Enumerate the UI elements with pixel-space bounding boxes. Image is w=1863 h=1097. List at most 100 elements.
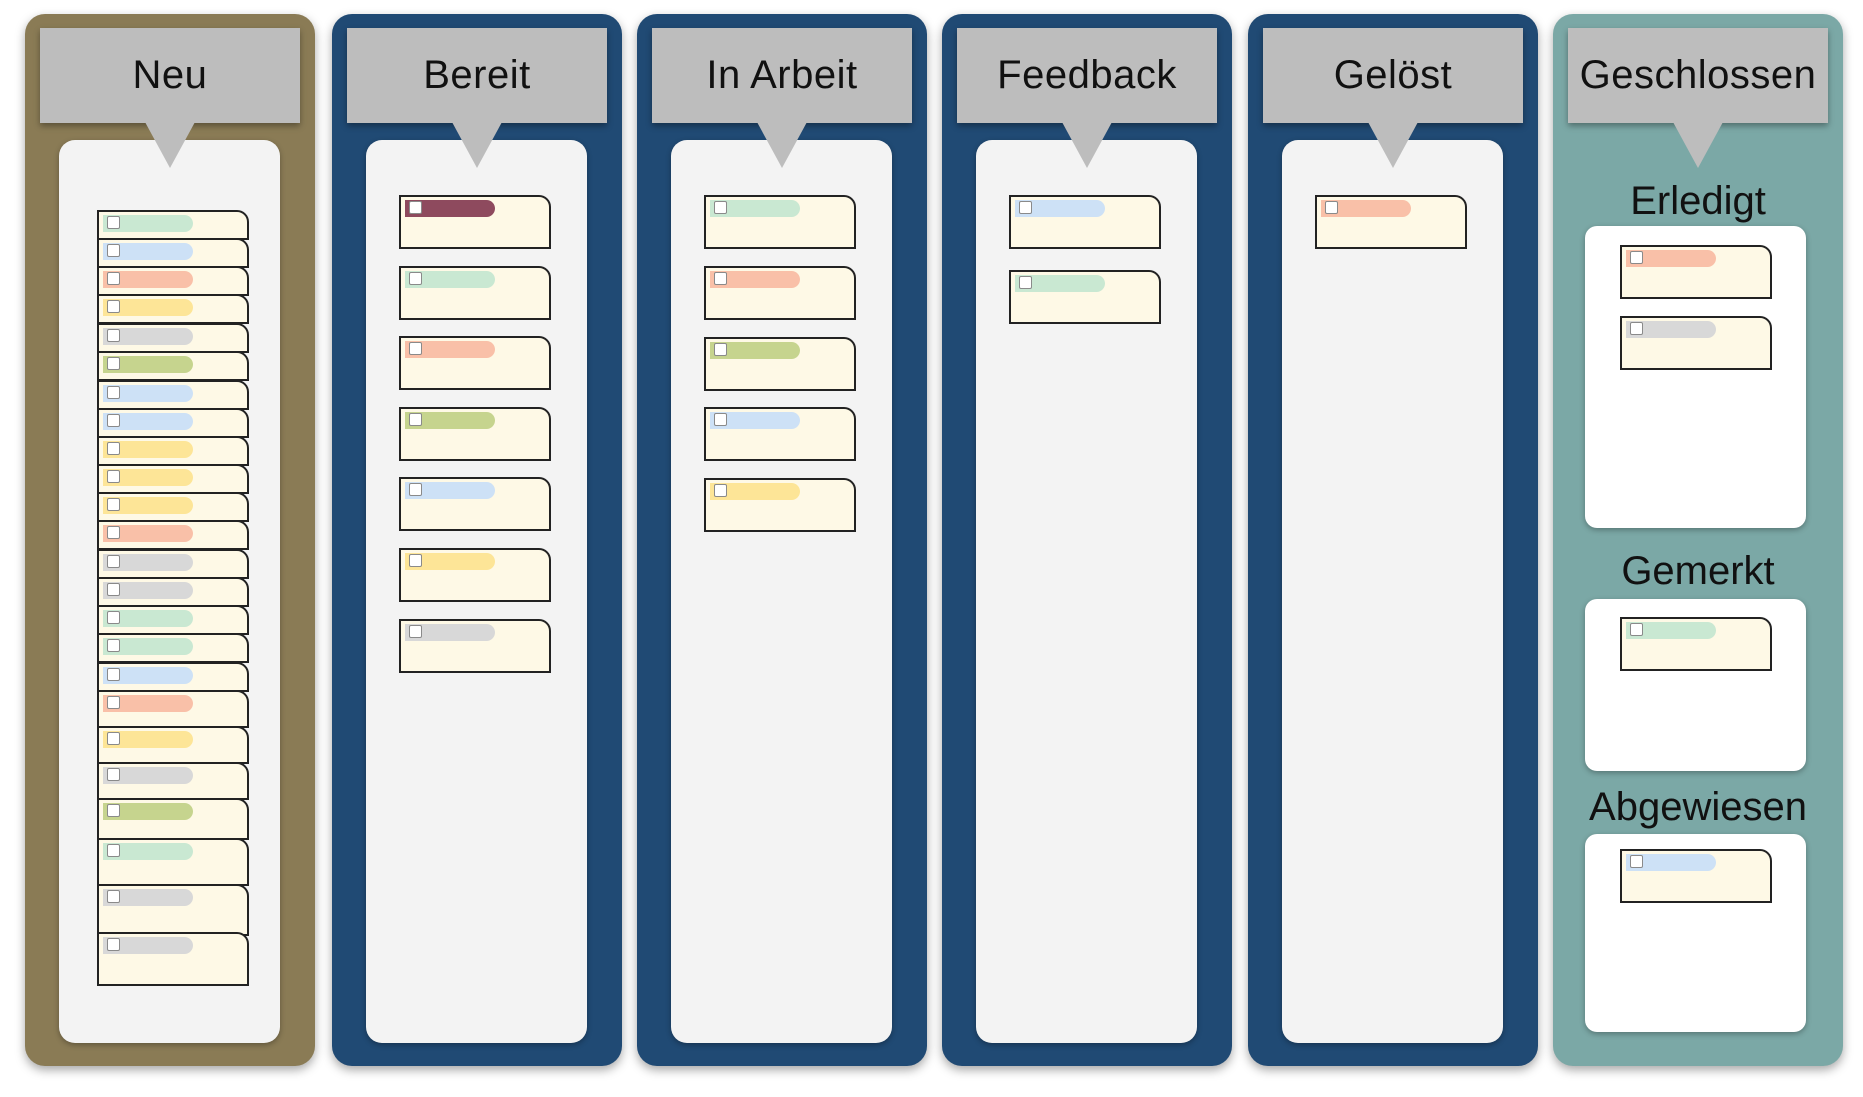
issue-card[interactable]: [399, 406, 551, 461]
card-checkbox[interactable]: [107, 414, 120, 427]
card-checkbox[interactable]: [107, 639, 120, 652]
issue-card[interactable]: [399, 336, 551, 391]
issue-card[interactable]: [97, 662, 249, 692]
card-checkbox[interactable]: [107, 768, 120, 781]
card-checkbox[interactable]: [107, 732, 120, 745]
card-checkbox[interactable]: [107, 696, 120, 709]
card-checkbox[interactable]: [1630, 623, 1643, 636]
issue-card[interactable]: [399, 265, 551, 320]
card-color-tag: [710, 270, 800, 288]
card-checkbox[interactable]: [107, 938, 120, 951]
issue-card[interactable]: [97, 266, 249, 296]
issue-card[interactable]: [704, 478, 856, 533]
card-color-tag: [103, 271, 193, 288]
card-color-tag: [405, 270, 495, 288]
issue-card[interactable]: [399, 618, 551, 673]
issue-card[interactable]: [97, 520, 249, 550]
card-checkbox[interactable]: [107, 804, 120, 817]
card-checkbox[interactable]: [107, 300, 120, 313]
issue-card[interactable]: [97, 380, 249, 410]
issue-card[interactable]: [97, 633, 249, 663]
issue-card[interactable]: [97, 884, 249, 936]
issue-card[interactable]: [399, 195, 551, 249]
card-checkbox[interactable]: [714, 201, 727, 214]
card-checkbox[interactable]: [409, 483, 422, 497]
card-checkbox[interactable]: [1019, 201, 1032, 214]
card-checkbox[interactable]: [107, 357, 120, 370]
column-lane: [1282, 140, 1503, 1043]
card-checkbox[interactable]: [1630, 322, 1643, 335]
issue-card[interactable]: [1315, 195, 1467, 249]
issue-card[interactable]: [97, 549, 249, 579]
card-checkbox[interactable]: [107, 386, 120, 399]
header-arrow-icon: [1368, 122, 1418, 168]
issue-card[interactable]: [97, 690, 249, 728]
issue-card[interactable]: [97, 798, 249, 840]
card-checkbox[interactable]: [1325, 201, 1338, 214]
issue-card[interactable]: [97, 932, 249, 986]
issue-card[interactable]: [704, 336, 856, 391]
card-color-tag: [103, 243, 193, 260]
card-checkbox[interactable]: [107, 244, 120, 257]
issue-card[interactable]: [704, 195, 856, 249]
issue-card[interactable]: [97, 238, 249, 268]
issue-card[interactable]: [97, 436, 249, 466]
card-color-tag: [405, 623, 495, 641]
closed-card[interactable]: [1620, 316, 1772, 370]
card-color-tag: [405, 482, 495, 500]
card-checkbox[interactable]: [409, 271, 422, 285]
issue-card[interactable]: [97, 726, 249, 764]
card-checkbox[interactable]: [107, 583, 120, 596]
issue-card[interactable]: [1009, 195, 1161, 249]
card-checkbox[interactable]: [107, 329, 120, 342]
issue-card[interactable]: [1009, 270, 1161, 324]
issue-card[interactable]: [97, 762, 249, 800]
card-checkbox[interactable]: [107, 216, 120, 229]
card-checkbox[interactable]: [714, 342, 727, 356]
card-checkbox[interactable]: [107, 470, 120, 483]
issue-card[interactable]: [97, 210, 249, 240]
card-checkbox[interactable]: [714, 413, 727, 427]
closed-card[interactable]: [1620, 617, 1772, 671]
card-checkbox[interactable]: [107, 890, 120, 903]
card-checkbox[interactable]: [409, 554, 422, 567]
closed-card[interactable]: [1620, 849, 1772, 903]
issue-card[interactable]: [399, 477, 551, 532]
issue-card[interactable]: [97, 408, 249, 438]
issue-card[interactable]: [97, 351, 249, 381]
card-checkbox[interactable]: [107, 555, 120, 568]
card-checkbox[interactable]: [107, 668, 120, 681]
card-checkbox[interactable]: [107, 611, 120, 624]
card-checkbox[interactable]: [409, 201, 422, 214]
issue-card[interactable]: [399, 548, 551, 602]
card-checkbox[interactable]: [409, 412, 422, 426]
issue-card[interactable]: [704, 265, 856, 320]
issue-card[interactable]: [97, 323, 249, 353]
card-checkbox[interactable]: [409, 342, 422, 356]
issue-card[interactable]: [97, 577, 249, 607]
card-checkbox[interactable]: [409, 624, 422, 638]
card-color-tag: [710, 341, 800, 359]
card-checkbox[interactable]: [107, 272, 120, 285]
card-checkbox[interactable]: [1630, 855, 1643, 868]
card-checkbox[interactable]: [107, 498, 120, 511]
card-color-tag: [405, 411, 495, 429]
card-checkbox[interactable]: [1630, 251, 1643, 264]
card-checkbox[interactable]: [107, 442, 120, 455]
card-checkbox[interactable]: [1019, 276, 1032, 289]
issue-card[interactable]: [97, 838, 249, 886]
issue-card[interactable]: [97, 464, 249, 494]
issue-card[interactable]: [97, 294, 249, 324]
issue-card[interactable]: [704, 407, 856, 462]
card-color-tag: [405, 200, 495, 217]
card-checkbox[interactable]: [107, 844, 120, 857]
card-checkbox[interactable]: [714, 484, 727, 498]
issue-card[interactable]: [97, 605, 249, 635]
column-header: Geschlossen: [1568, 28, 1828, 123]
card-checkbox[interactable]: [714, 271, 727, 285]
closed-card[interactable]: [1620, 245, 1772, 299]
issue-card[interactable]: [97, 492, 249, 522]
card-checkbox[interactable]: [107, 526, 120, 539]
card-color-tag: [103, 582, 193, 599]
